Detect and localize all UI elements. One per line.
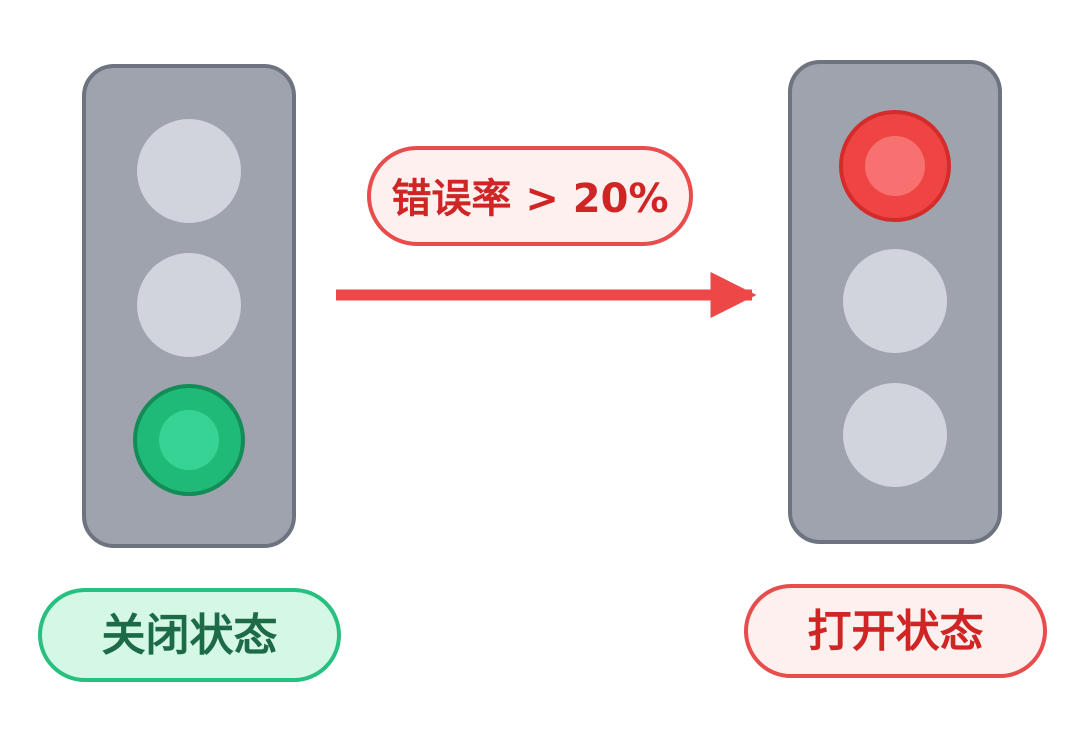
condition-label: 错误率 > 20% bbox=[391, 176, 668, 222]
open-state-pill: 打开状态 bbox=[744, 584, 1047, 678]
closed-bottom-lamp-highlight bbox=[159, 410, 219, 470]
closed-traffic-light bbox=[82, 64, 296, 548]
open-state-pill-bg bbox=[744, 584, 1047, 678]
condition-pill bbox=[367, 146, 693, 246]
open-state-label: 打开状态 bbox=[808, 606, 984, 657]
closed-middle-lamp bbox=[137, 253, 241, 357]
closed-top-lamp bbox=[137, 119, 241, 223]
open-traffic-light bbox=[788, 60, 1002, 544]
open-bottom-lamp bbox=[843, 383, 947, 487]
open-top-lamp-highlight bbox=[865, 136, 925, 196]
closed-state-label: 关闭状态 bbox=[102, 610, 278, 661]
open-middle-lamp bbox=[843, 249, 947, 353]
transition-condition: 错误率 > 20% bbox=[367, 146, 693, 246]
closed-state-pill-bg bbox=[38, 588, 341, 682]
closed-state-pill: 关闭状态 bbox=[38, 588, 341, 682]
